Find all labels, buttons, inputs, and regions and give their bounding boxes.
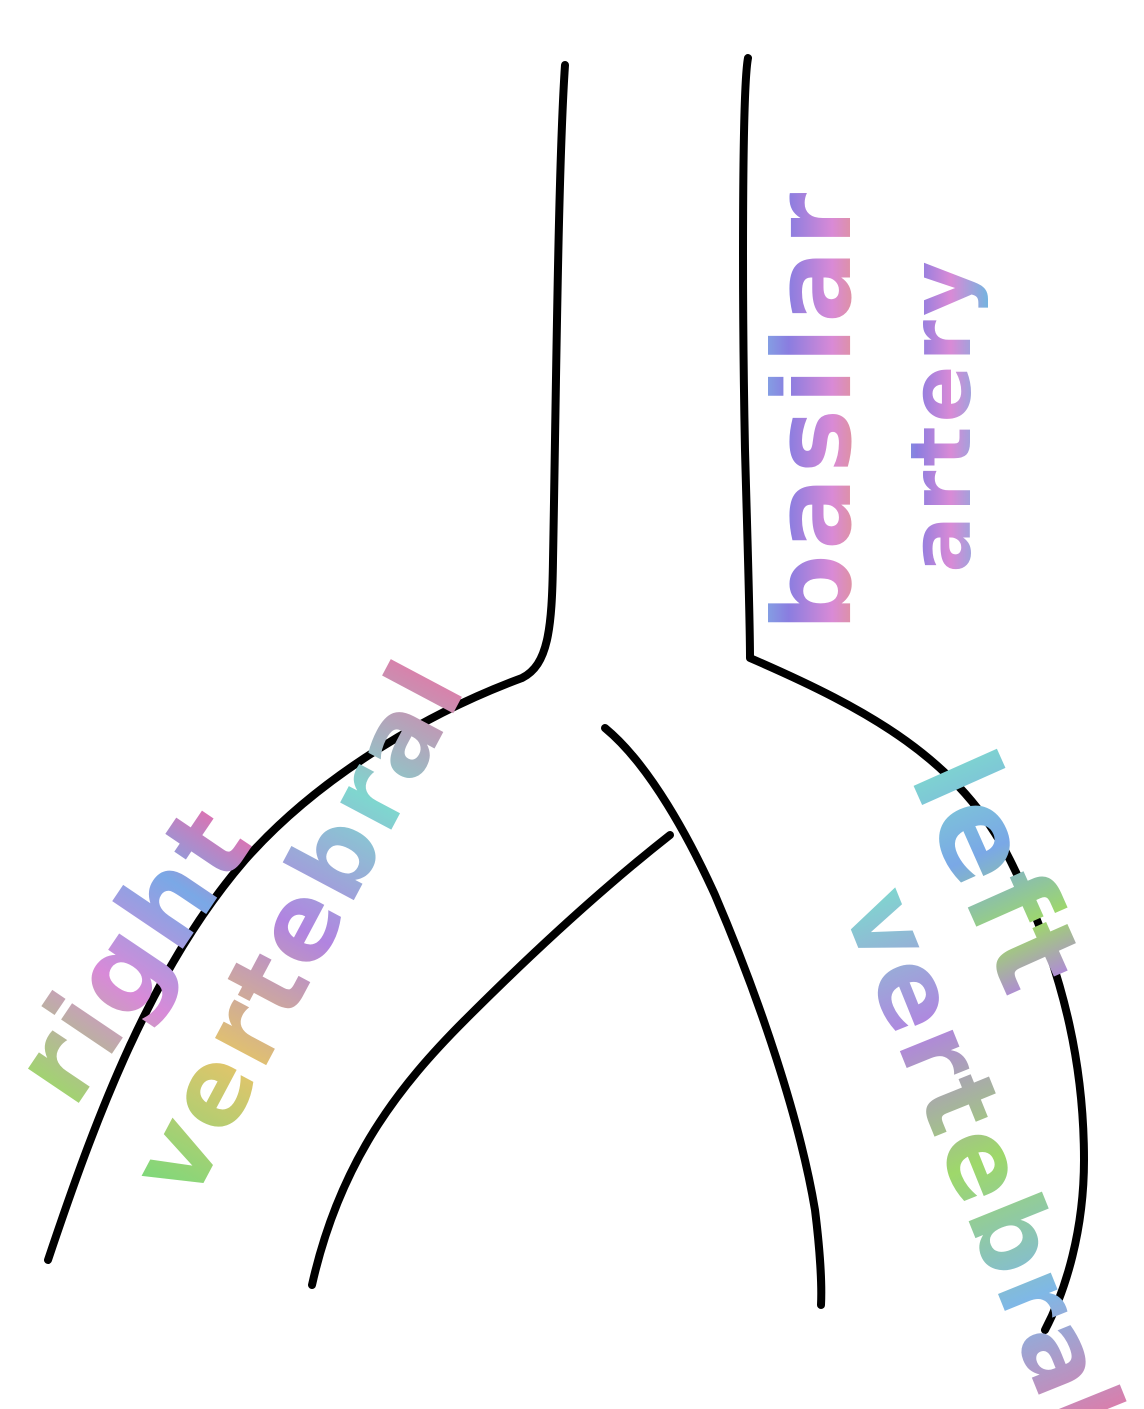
basilar-left-wall (44, 61, 569, 1264)
right-vertebral-inner-wall (308, 831, 674, 1289)
basilar-label: basilar (751, 189, 876, 632)
artery-label: artery (892, 257, 990, 572)
basilar-right-wall (739, 54, 1088, 1334)
left-vertebral-inner-wall (601, 724, 826, 1309)
